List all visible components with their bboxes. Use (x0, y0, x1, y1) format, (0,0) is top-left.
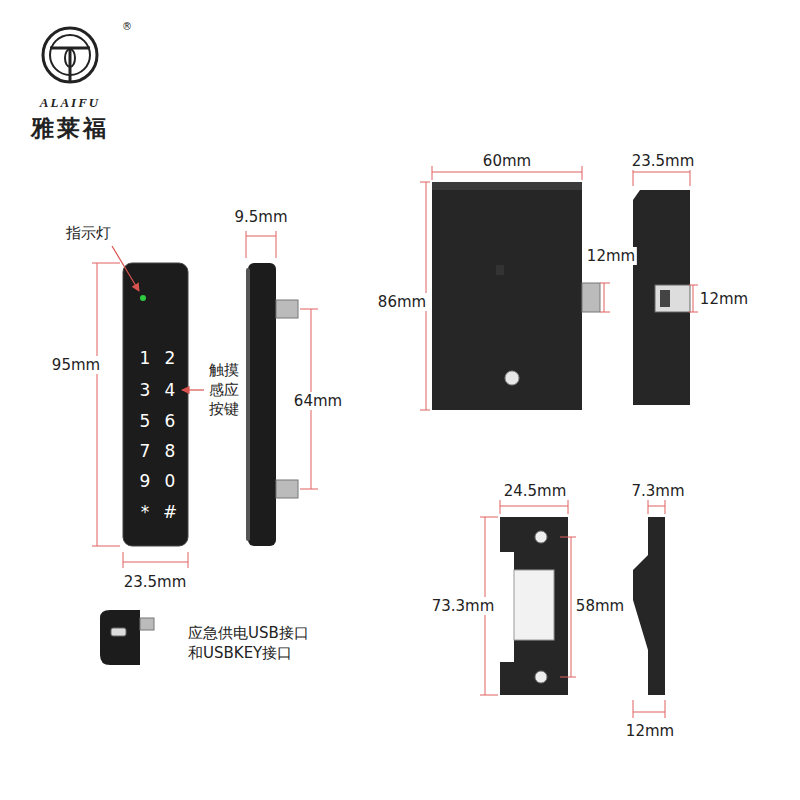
key-label: 6 (165, 413, 176, 430)
key-label: 0 (165, 473, 176, 490)
key-label: 8 (165, 443, 176, 460)
dimension: 60mm (481, 152, 533, 170)
dimension: 12mm (698, 290, 750, 308)
dimension: 95mm (50, 356, 102, 374)
strike-plate (500, 517, 568, 695)
dimension: 86mm (376, 293, 428, 311)
key-label: 1 (140, 350, 151, 367)
key-label: 9 (140, 473, 151, 490)
key-label: 4 (165, 382, 176, 399)
usb-port-view (100, 610, 154, 665)
dimension: 9.5mm (232, 208, 289, 226)
lock-body (432, 182, 600, 410)
dimension: 58mm (574, 597, 626, 615)
dimension: 73.3mm (430, 597, 497, 615)
keypad-face: 1234567890 * # (123, 263, 188, 546)
registered-mark: ® (120, 21, 134, 33)
key-label: 5 (140, 413, 151, 430)
dimension: 23.5mm (630, 152, 697, 170)
dimension: 7.3mm (629, 482, 686, 500)
leader-arrows (112, 246, 204, 390)
dimension: 24.5mm (502, 482, 569, 500)
part-name: 指示灯 (64, 224, 113, 242)
part-name: 触摸 感应 按键 (207, 361, 241, 420)
dimension-lines (92, 166, 698, 718)
key-label: 2 (165, 350, 176, 367)
key-label: # (163, 504, 177, 521)
brand-name: 雅莱福 (29, 115, 111, 143)
keypad-side (246, 263, 298, 546)
brand-name: ALAIFU (38, 95, 102, 111)
strike-side (633, 517, 665, 695)
dimension: 23.5mm (122, 573, 189, 591)
lock-side (633, 190, 690, 405)
indicator-light (140, 295, 146, 301)
dimension: 12mm (585, 247, 637, 265)
key-label: * (141, 504, 150, 521)
part-name: 应急供电USB接口 和USBKEY接口 (186, 624, 311, 663)
dimension: 12mm (624, 722, 676, 740)
dimension: 64mm (292, 392, 344, 410)
key-label: 7 (140, 443, 151, 460)
key-label: 3 (140, 382, 151, 399)
keypad-body (123, 263, 188, 546)
logo-mark (43, 28, 97, 82)
